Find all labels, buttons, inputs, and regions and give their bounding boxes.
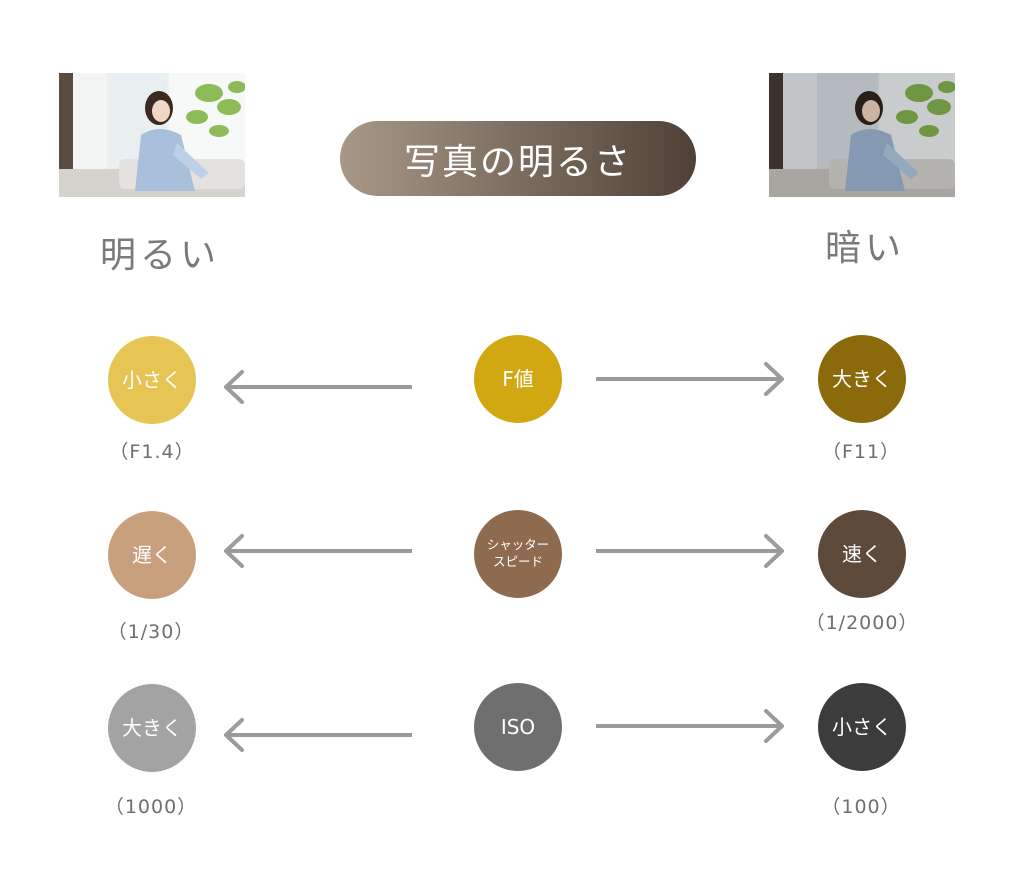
shutter-left-text: 遅く xyxy=(132,542,172,567)
iso-left-text: 大きく xyxy=(122,715,182,740)
f-number-right-circle: 大きく xyxy=(818,335,906,423)
f-number-center-circle: F値 xyxy=(474,335,562,423)
shutter-center-text: シャッター スピード xyxy=(486,537,550,569)
title-pill: 写真の明るさ xyxy=(340,121,696,196)
dark-photo xyxy=(769,73,955,197)
iso-right-arrow xyxy=(596,709,784,743)
iso-left-circle: 大きく xyxy=(108,684,196,772)
shutter-right-text: 速く xyxy=(842,541,882,566)
f-number-center-text: F値 xyxy=(502,366,534,391)
f-number-right-value: （F11） xyxy=(821,441,901,463)
iso-right-text: 小さく xyxy=(832,714,892,739)
shutter-right-circle: 速く xyxy=(818,510,906,598)
f-number-left-value: （F1.4） xyxy=(109,441,195,463)
f-number-right-arrow xyxy=(596,362,784,396)
iso-right-value: （100） xyxy=(821,796,901,818)
iso-left-arrow xyxy=(224,718,412,752)
page-title: 写真の明るさ xyxy=(403,141,632,183)
f-number-left-arrow xyxy=(224,370,412,404)
iso-right-circle: 小さく xyxy=(818,683,906,771)
shutter-left-circle: 遅く xyxy=(108,511,196,599)
bright-photo xyxy=(59,73,245,197)
iso-center-text: ISO xyxy=(500,714,536,739)
iso-center-circle: ISO xyxy=(474,683,562,771)
shutter-center-circle: シャッター スピード xyxy=(474,510,562,598)
f-number-left-text: 小さく xyxy=(122,367,182,392)
shutter-left-value: （1/30） xyxy=(107,621,195,643)
bright-label: 明るい xyxy=(100,235,221,276)
shutter-left-arrow xyxy=(224,534,412,568)
f-number-left-circle: 小さく xyxy=(108,336,196,424)
shutter-right-arrow xyxy=(596,534,784,568)
iso-left-value: （1000） xyxy=(104,796,198,818)
dark-label: 暗い xyxy=(825,228,906,269)
f-number-right-text: 大きく xyxy=(832,366,892,391)
shutter-right-value: （1/2000） xyxy=(805,612,919,634)
